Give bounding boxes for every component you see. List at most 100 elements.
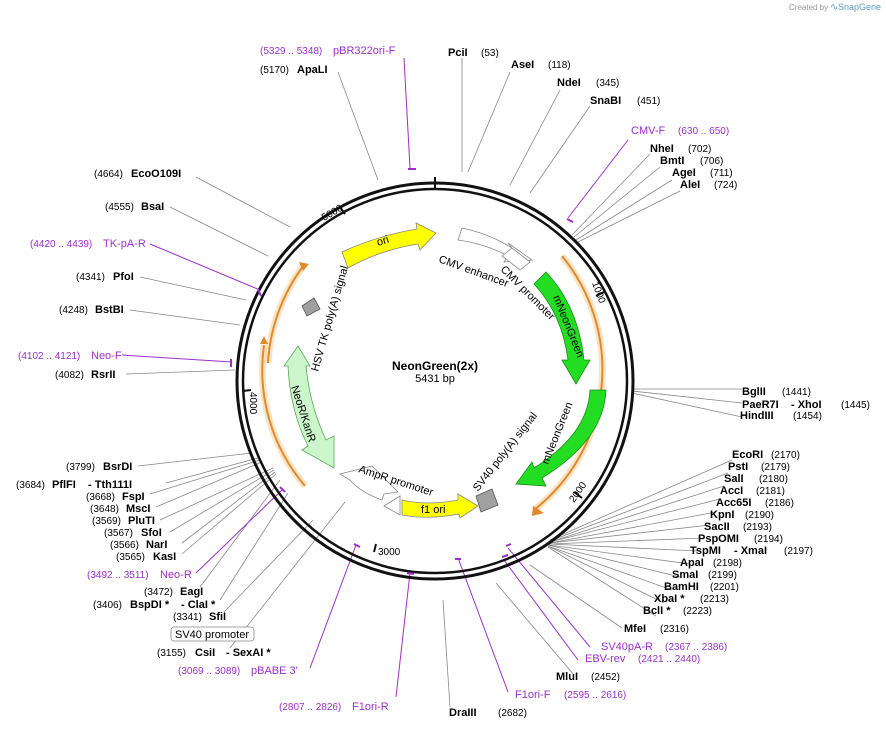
feature-f1-ori[interactable] (401, 493, 479, 519)
site-AseI-pos: (118) (548, 60, 571, 71)
site-TspMI[interactable]: TspMI (690, 545, 721, 557)
site-AccI[interactable]: AccI (720, 485, 743, 497)
site-NheI[interactable]: NheI (650, 143, 674, 155)
site-SfiI-pos: (3341) (173, 612, 202, 623)
site-MfeI[interactable]: MfeI (624, 623, 646, 635)
feature-mneongreen-2[interactable] (515, 389, 607, 487)
feature-ampr-promoter-arrow[interactable] (383, 495, 401, 516)
site-DraIII[interactable]: DraIII (449, 707, 477, 719)
site-SfoI-pos: (3567) (104, 528, 133, 539)
site-Acc65I-pos: (2186) (765, 498, 794, 509)
site-ApaI[interactable]: ApaI (680, 557, 704, 569)
site-NdeI-pos: (345) (596, 78, 619, 89)
primer-pBABE3[interactable]: pBABE 3' (251, 665, 298, 677)
site-XmaI[interactable]: - XmaI (734, 545, 767, 557)
site-KasI-pos: (3565) (116, 552, 145, 563)
primer-Neo-R[interactable]: Neo-R (160, 569, 192, 581)
primer-F1ori-R[interactable]: F1ori-R (352, 701, 389, 713)
site-ApaLI[interactable]: ApaLI (297, 64, 328, 76)
site-AleI[interactable]: AleI (680, 179, 700, 191)
site-SfoI[interactable]: SfoI (141, 527, 162, 539)
site-KasI[interactable]: KasI (153, 551, 176, 563)
site-SexAI[interactable]: - SexAI * (226, 647, 271, 659)
site-NarI[interactable]: NarI (146, 539, 167, 551)
feature-sv40-polya[interactable] (475, 488, 499, 513)
site-SacII[interactable]: SacII (704, 521, 730, 533)
primer-EBV-rev[interactable]: EBV-rev (585, 653, 626, 665)
site-BstBI[interactable]: BstBI (95, 304, 124, 316)
primer-SV40pA-R[interactable]: SV40pA-R (601, 641, 653, 653)
feature-ampr-promoter[interactable] (338, 465, 399, 501)
feature-neor-kanr[interactable] (283, 345, 335, 469)
site-PciI[interactable]: PciI (448, 47, 468, 59)
primer-Neo-F[interactable]: Neo-F (91, 350, 122, 362)
site-BspDI[interactable]: BspDI * (130, 599, 170, 611)
site-BsaI[interactable]: BsaI (141, 201, 164, 213)
site-PluTI-pos: (3569) (92, 516, 121, 527)
site-CsiI[interactable]: CsiI (195, 647, 215, 659)
site-leader-lines (125, 58, 743, 708)
site-BglII[interactable]: BglII (742, 386, 766, 398)
orf-arrowhead-1 (532, 506, 544, 516)
site-MluI[interactable]: MluI (556, 671, 578, 683)
site-PaeR7I[interactable]: PaeR7I (742, 399, 779, 411)
primer-pBR322ori-F[interactable]: pBR322ori-F (333, 45, 396, 57)
site-CsiI-pos: (3155) (157, 648, 186, 659)
site-XbaI[interactable]: XbaI * (654, 593, 685, 605)
plasmid-length: 5431 bp (415, 373, 455, 385)
primer-Neo-R-range: (3492 .. 3511) (87, 570, 149, 581)
site-PfoI[interactable]: PfoI (113, 271, 134, 283)
site-XhoI[interactable]: - XhoI (791, 399, 822, 411)
primer-F1ori-F[interactable]: F1ori-F (515, 689, 551, 701)
site-FspI[interactable]: FspI (122, 491, 145, 503)
site-AgeI[interactable]: AgeI (672, 167, 696, 179)
site-HindIII[interactable]: HindIII (740, 410, 774, 422)
site-KpnI[interactable]: KpnI (710, 509, 734, 521)
feature-mneongreen-1[interactable] (533, 271, 591, 385)
primer-TK-pA-R[interactable]: TK-pA-R (103, 238, 146, 250)
primer-TK-pA-R-range: (4420 .. 4439) (30, 239, 92, 250)
feature-ori-label: ori (375, 234, 390, 249)
site-PspOMI[interactable]: PspOMI (698, 533, 739, 545)
site-PstI[interactable]: PstI (728, 461, 748, 473)
site-SnaBI[interactable]: SnaBI (590, 95, 621, 107)
site-RsrII[interactable]: RsrII (91, 369, 115, 381)
site-PluTI[interactable]: PluTI (128, 515, 155, 527)
site-MfeI-pos: (2316) (660, 624, 689, 635)
site-EcoO109I[interactable]: EcoO109I (131, 168, 181, 180)
site-NheI-pos: (702) (688, 144, 711, 155)
site-BstBI-pos: (4248) (59, 305, 88, 316)
tick-label-3000: 3000 (378, 547, 401, 558)
site-EagI[interactable]: EagI (180, 586, 203, 598)
site-AseI[interactable]: AseI (511, 59, 534, 71)
primer-CMV-F-range: (630 .. 650) (678, 126, 729, 137)
site-BsrDI-pos: (3799) (66, 462, 95, 473)
primer-Neo-F-range: (4102 .. 4121) (18, 351, 80, 362)
site-EcoRI[interactable]: EcoRI (732, 449, 763, 461)
site-PflFI[interactable]: PflFI (52, 479, 76, 491)
site-BsrDI[interactable]: BsrDI (103, 461, 132, 473)
primer-labels: (5329 .. 5348) pBR322ori-F CMV-F (630 ..… (18, 45, 729, 713)
tick-label-4000: 4000 (247, 392, 258, 415)
feature-hsv-tk-polya[interactable] (301, 297, 321, 317)
site-ClaI[interactable]: - ClaI * (181, 599, 216, 611)
site-BclI[interactable]: BclI * (643, 605, 671, 617)
site-BamHI[interactable]: BamHI (664, 581, 699, 593)
site-Acc65I[interactable]: Acc65I (716, 497, 751, 509)
feature-ori[interactable] (341, 222, 437, 269)
site-BmtI[interactable]: BmtI (660, 155, 684, 167)
site-AgeI-pos: (711) (710, 168, 733, 179)
site-NdeI[interactable]: NdeI (557, 77, 581, 89)
site-AleI-pos: (724) (714, 180, 737, 191)
credit-prefix: Created by (789, 3, 828, 12)
sv40-promoter-box[interactable] (170, 626, 255, 642)
site-XhoI-pos: (1445) (841, 400, 870, 411)
site-Tth111I[interactable]: - Tth111I (88, 479, 132, 491)
site-SalI[interactable]: SalI (724, 473, 744, 485)
credit-brand: SnapGene (838, 2, 881, 12)
site-SmaI[interactable]: SmaI (672, 569, 698, 581)
site-MscI[interactable]: MscI (126, 503, 150, 515)
feature-cmv-promoter[interactable] (501, 247, 531, 271)
primer-CMV-F[interactable]: CMV-F (631, 125, 666, 137)
site-SfiI[interactable]: SfiI (209, 611, 226, 623)
